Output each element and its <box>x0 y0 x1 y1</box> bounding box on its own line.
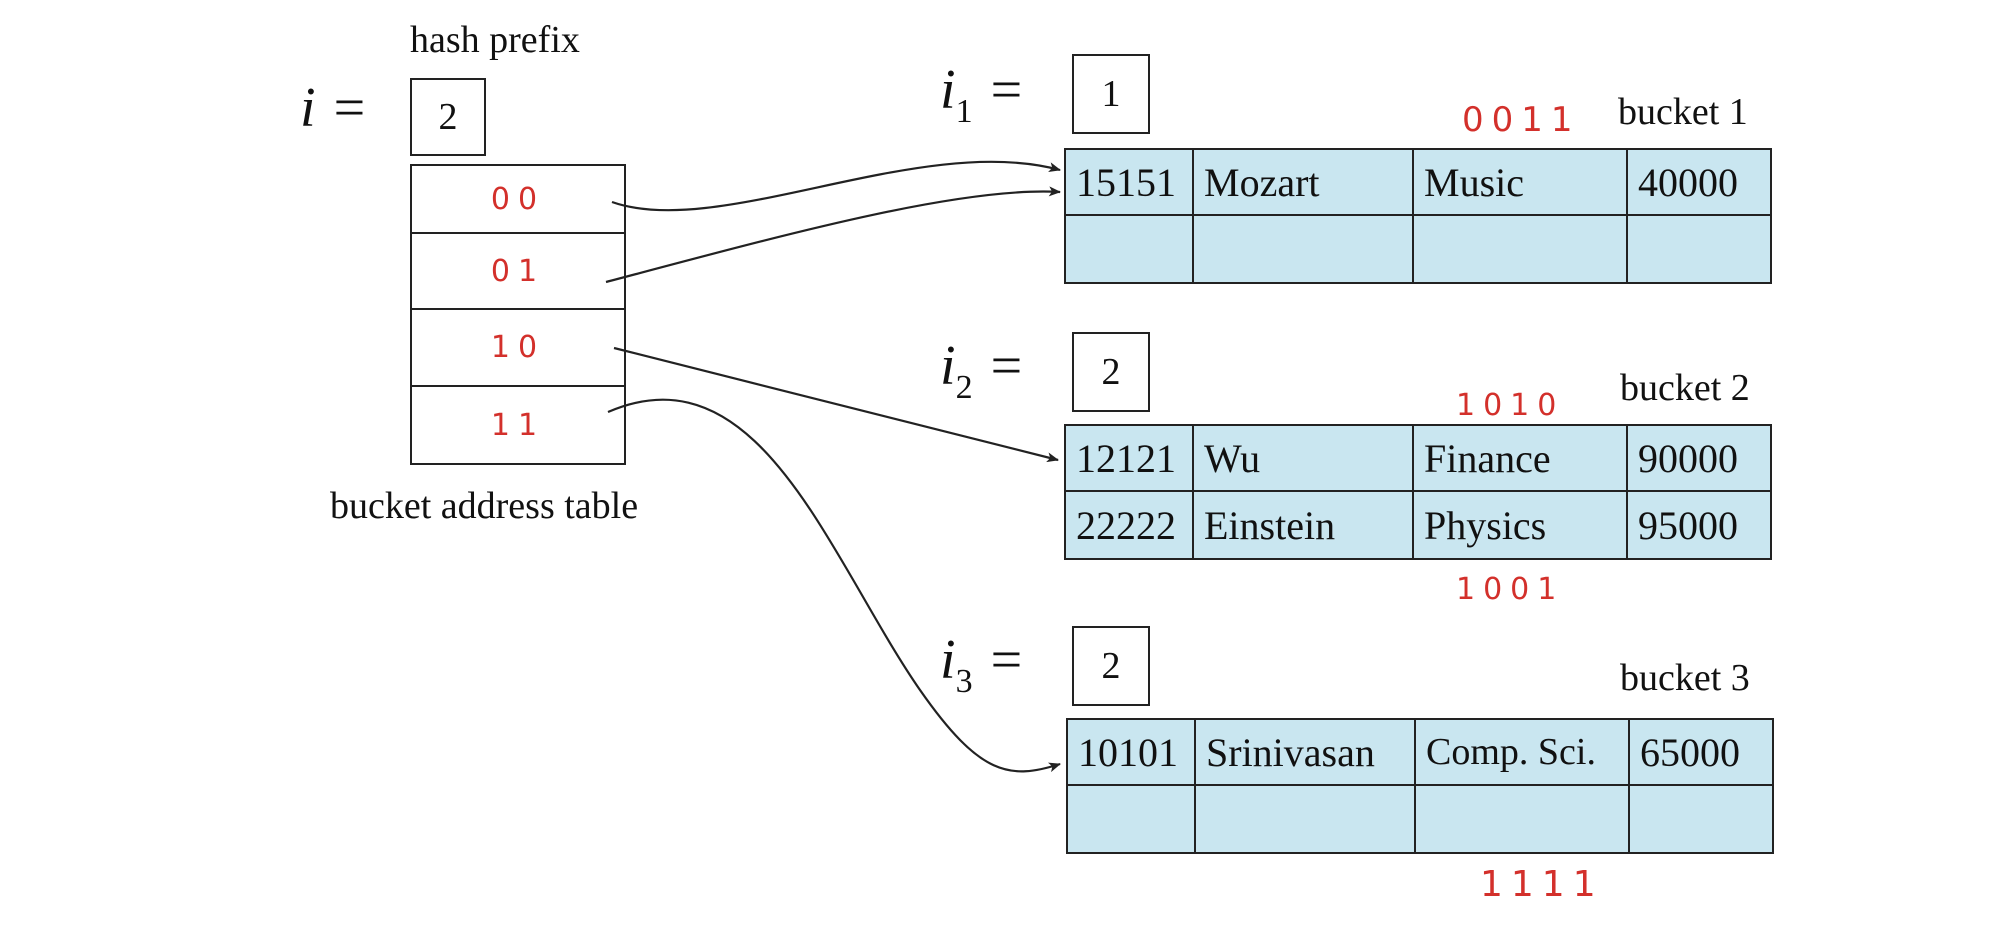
bucket-3-annotation: 1111 <box>1480 864 1604 905</box>
bucket-3-depth-sub: 3 <box>955 663 973 700</box>
record-dept <box>1416 786 1630 852</box>
bucket-3: 10101 Srinivasan Comp. Sci. 65000 <box>1066 718 1774 854</box>
bucket-2-depth-var: i <box>940 335 956 397</box>
bucket-2-annotation-top: 1010 <box>1456 388 1565 423</box>
address-entry-label: 00 <box>490 181 546 217</box>
record-name: Wu <box>1194 426 1414 490</box>
record-salary: 40000 <box>1638 159 1738 205</box>
bucket-3-depth-equals: = <box>990 629 1023 691</box>
bucket-3-depth-var: i <box>940 629 956 691</box>
record-dept: Music <box>1414 150 1628 214</box>
pointer-arrow-11 <box>607 398 1061 773</box>
bucket-3-depth-box: 2 <box>1072 626 1150 706</box>
record-id: 12121 <box>1066 426 1194 490</box>
record-name: Srinivasan <box>1196 720 1416 784</box>
record-name <box>1196 786 1416 852</box>
bucket-address-table-caption: bucket address table <box>330 485 639 527</box>
address-entry-label: 11 <box>490 407 546 443</box>
bucket-1: 15151 Mozart Music 40000 <box>1064 148 1772 284</box>
bucket-1-empty-slot <box>1066 216 1770 282</box>
record-salary: 95000 <box>1638 502 1738 548</box>
record-id: 10101 <box>1068 720 1196 784</box>
global-depth-equals: = <box>333 77 366 139</box>
bucket-2: 12121 Wu Finance 90000 22222 Einstein Ph… <box>1064 424 1772 560</box>
record-salary: 65000 <box>1640 729 1740 775</box>
bucket-2-annotation-bottom: 1001 <box>1456 572 1565 607</box>
bucket-2-record: 22222 Einstein Physics 95000 <box>1066 492 1770 558</box>
record-dept: Finance <box>1414 426 1628 490</box>
record-id: 22222 <box>1066 492 1194 558</box>
address-entry: 10 <box>412 310 624 387</box>
bucket-2-record: 12121 Wu Finance 90000 <box>1066 426 1770 492</box>
record-id <box>1068 786 1196 852</box>
record-id <box>1066 216 1194 282</box>
global-depth-equation: i= <box>300 76 365 140</box>
address-entry: 11 <box>412 387 624 463</box>
bucket-1-record: 15151 Mozart Music 40000 <box>1066 150 1770 216</box>
address-entry-label: 10 <box>490 330 546 365</box>
bucket-address-table: 00 01 10 11 <box>410 164 626 465</box>
bucket-1-label: bucket 1 <box>1618 91 1748 133</box>
bucket-2-depth-equation: i2 = <box>940 334 1022 407</box>
global-depth-var: i <box>300 77 316 139</box>
bucket-2-depth-box: 2 <box>1072 332 1150 412</box>
hash-prefix-label: hash prefix <box>410 19 580 61</box>
bucket-3-depth-equation: i3 = <box>940 628 1022 701</box>
pointer-arrow-00 <box>611 160 1061 212</box>
bucket-1-depth-sub: 1 <box>955 93 973 130</box>
bucket-1-depth-equals: = <box>990 59 1023 121</box>
bucket-2-label: bucket 2 <box>1620 367 1750 409</box>
record-id: 15151 <box>1066 150 1194 214</box>
bucket-1-depth-box: 1 <box>1072 54 1150 134</box>
record-dept <box>1414 216 1628 282</box>
bucket-1-depth-equation: i1 = <box>940 58 1022 131</box>
bucket-2-depth-equals: = <box>990 335 1023 397</box>
bucket-3-empty-slot <box>1068 786 1772 852</box>
bucket-1-annotation: 0011 <box>1462 100 1581 140</box>
pointer-arrow-10 <box>613 346 1059 463</box>
address-entry: 00 <box>412 166 624 234</box>
pointer-arrow-01 <box>605 186 1061 284</box>
record-dept: Comp. Sci. <box>1416 720 1630 784</box>
address-entry-label: 01 <box>490 253 546 289</box>
global-depth-box: 2 <box>410 78 486 156</box>
record-name <box>1194 216 1414 282</box>
address-entry: 01 <box>412 234 624 310</box>
record-dept: Physics <box>1414 492 1628 558</box>
record-name: Mozart <box>1194 150 1414 214</box>
bucket-1-depth-var: i <box>940 59 956 121</box>
bucket-2-depth-sub: 2 <box>955 369 973 406</box>
record-name: Einstein <box>1194 492 1414 558</box>
bucket-3-record: 10101 Srinivasan Comp. Sci. 65000 <box>1068 720 1772 786</box>
record-salary: 90000 <box>1638 435 1738 481</box>
bucket-3-label: bucket 3 <box>1620 657 1750 699</box>
